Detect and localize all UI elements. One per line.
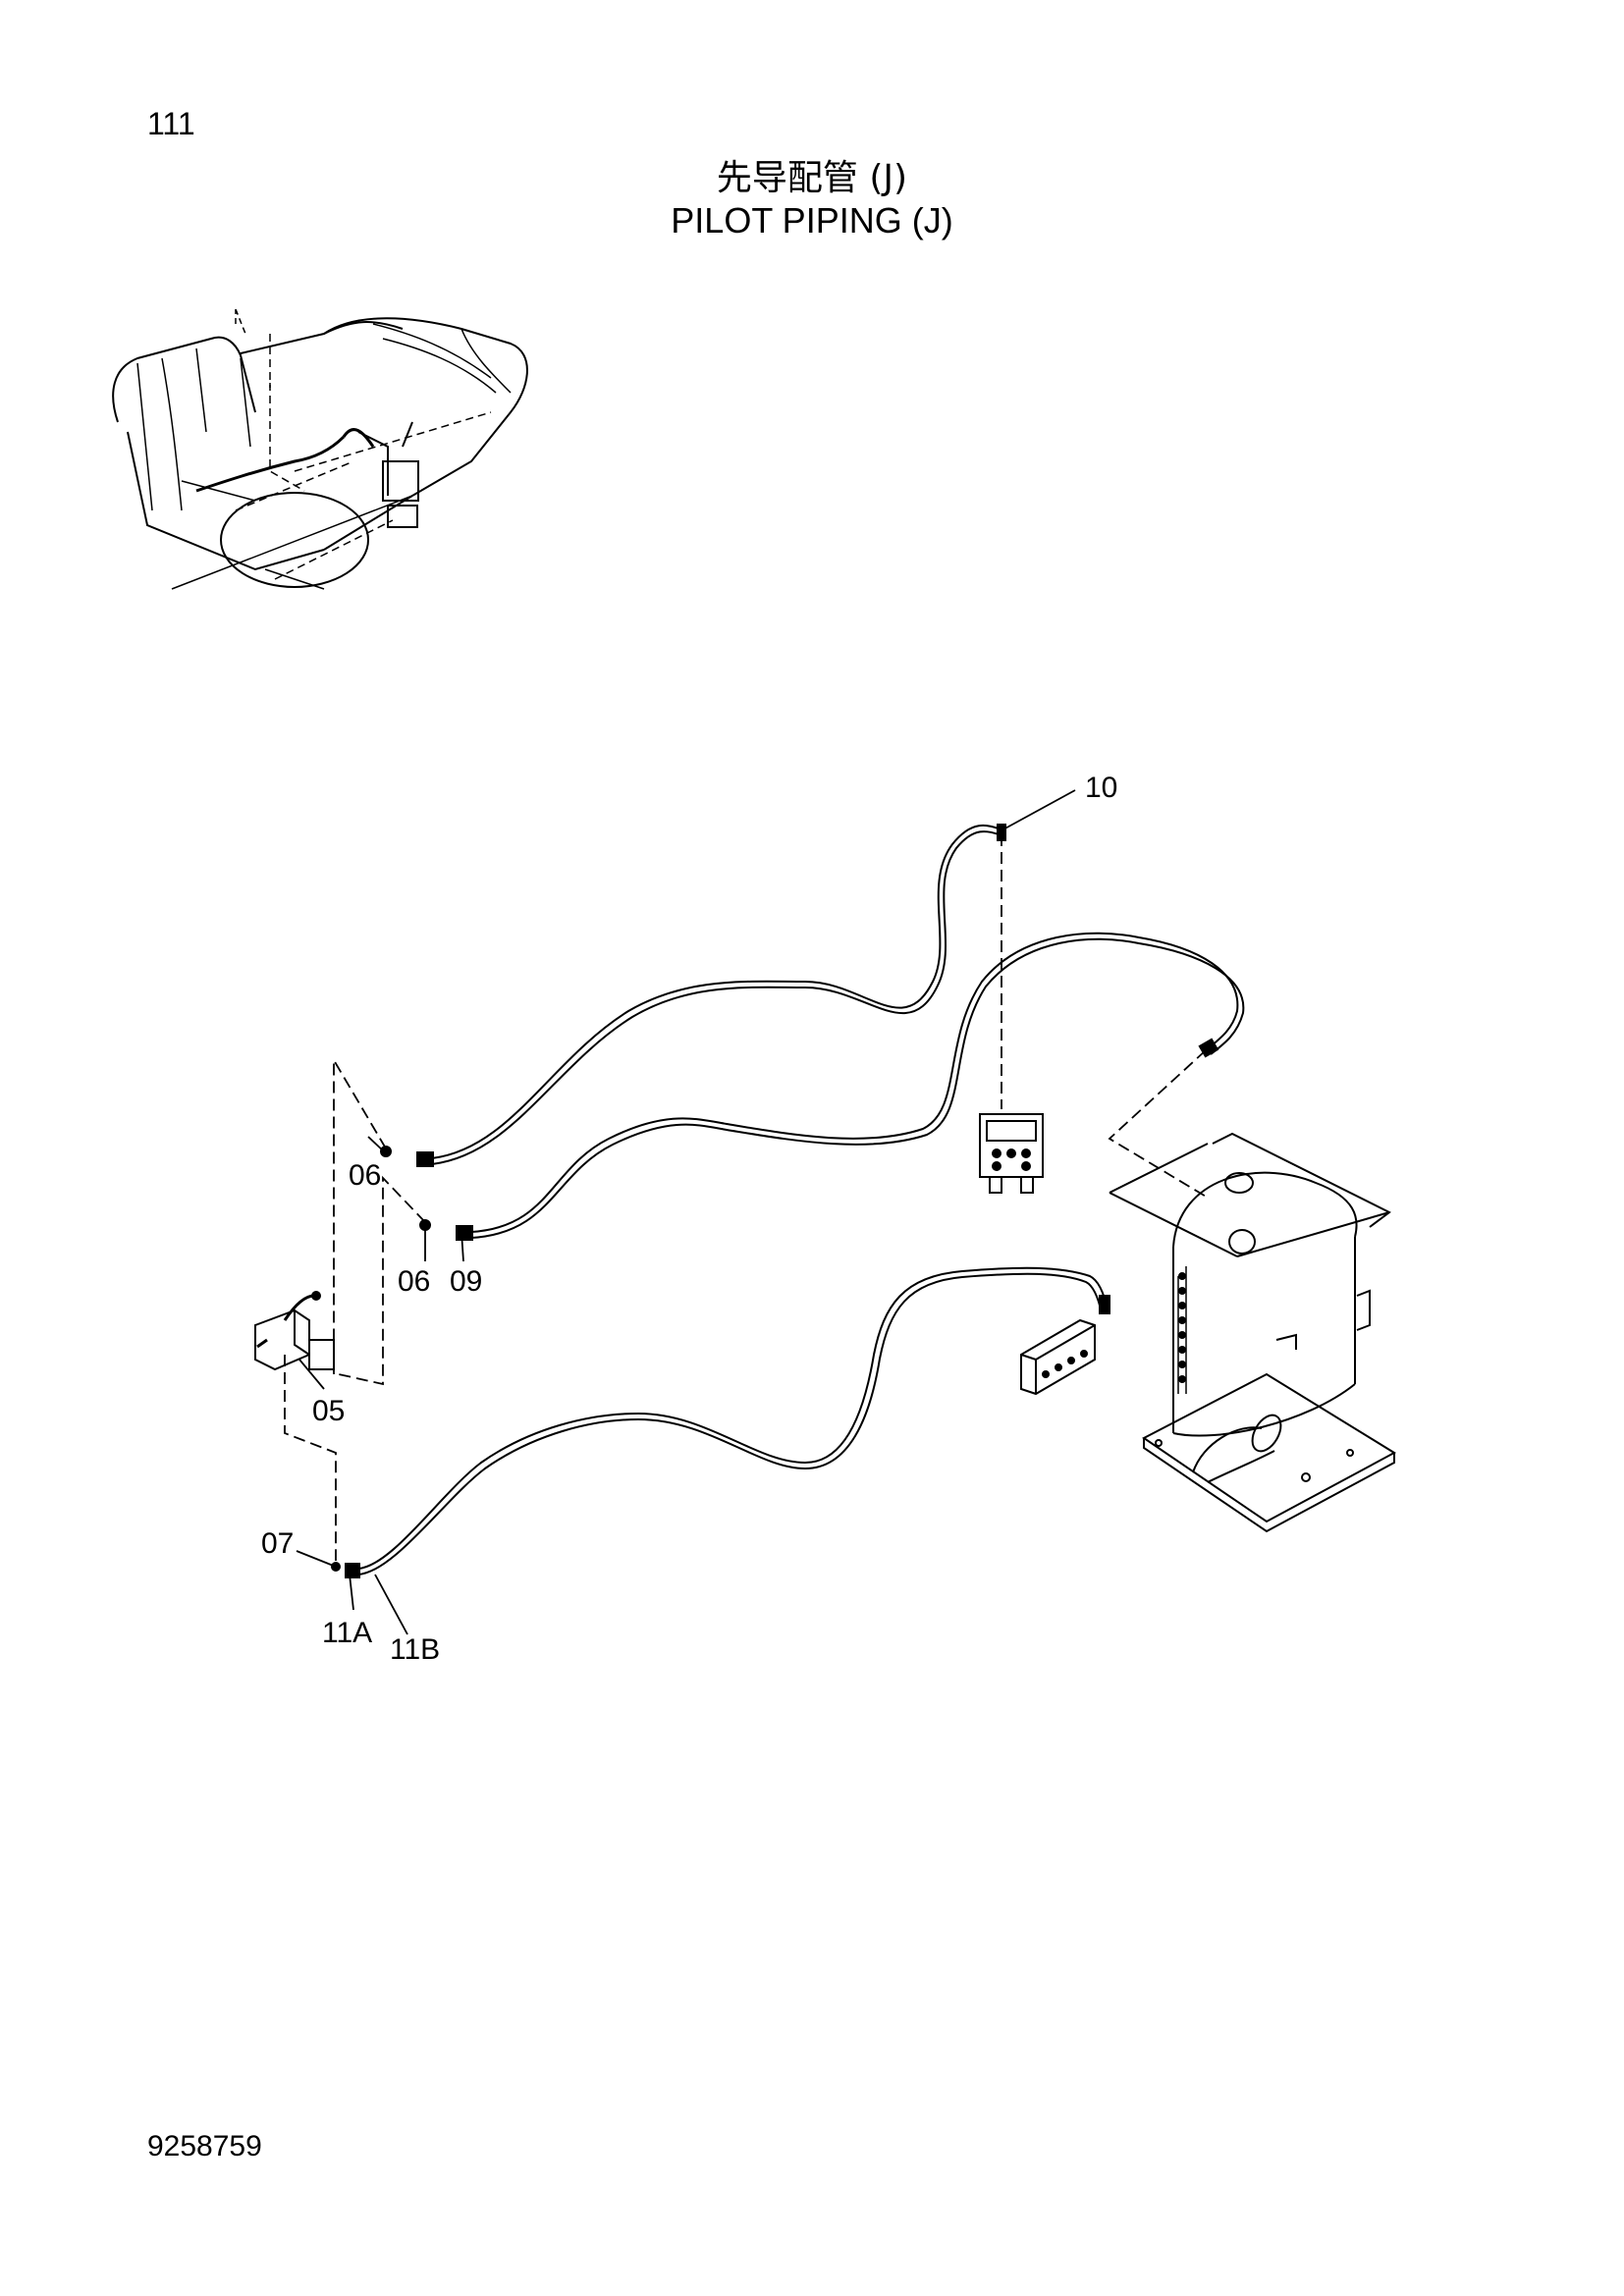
callout-05: 05 — [312, 1395, 345, 1427]
callout-06-upper: 06 — [349, 1159, 381, 1192]
pilot-valve-block — [979, 1113, 1044, 1194]
callout-10: 10 — [1085, 772, 1117, 804]
page-number: 111 — [147, 106, 195, 141]
title-chinese: 先导配管 (J) — [716, 158, 908, 198]
hose-middle — [470, 932, 1245, 1239]
hydraulic-tank — [1109, 1132, 1397, 1533]
machine-overview-sketch — [112, 308, 528, 590]
document-number: 9258759 — [147, 2130, 262, 2163]
assembly-dashed-lines — [284, 834, 1209, 1561]
callout-leaders — [296, 789, 1076, 1635]
callout-11b: 11B — [390, 1633, 440, 1666]
connector-block — [1020, 1318, 1096, 1396]
callout-11a: 11A — [322, 1617, 372, 1649]
callout-07: 07 — [261, 1527, 294, 1560]
title-english: PILOT PIPING (J) — [671, 200, 953, 240]
callout-09: 09 — [450, 1265, 482, 1298]
hose-lower — [357, 1266, 1109, 1575]
hose-upper — [431, 824, 1002, 1165]
valve-05 — [254, 1291, 335, 1371]
callout-06-lower: 06 — [398, 1265, 430, 1298]
